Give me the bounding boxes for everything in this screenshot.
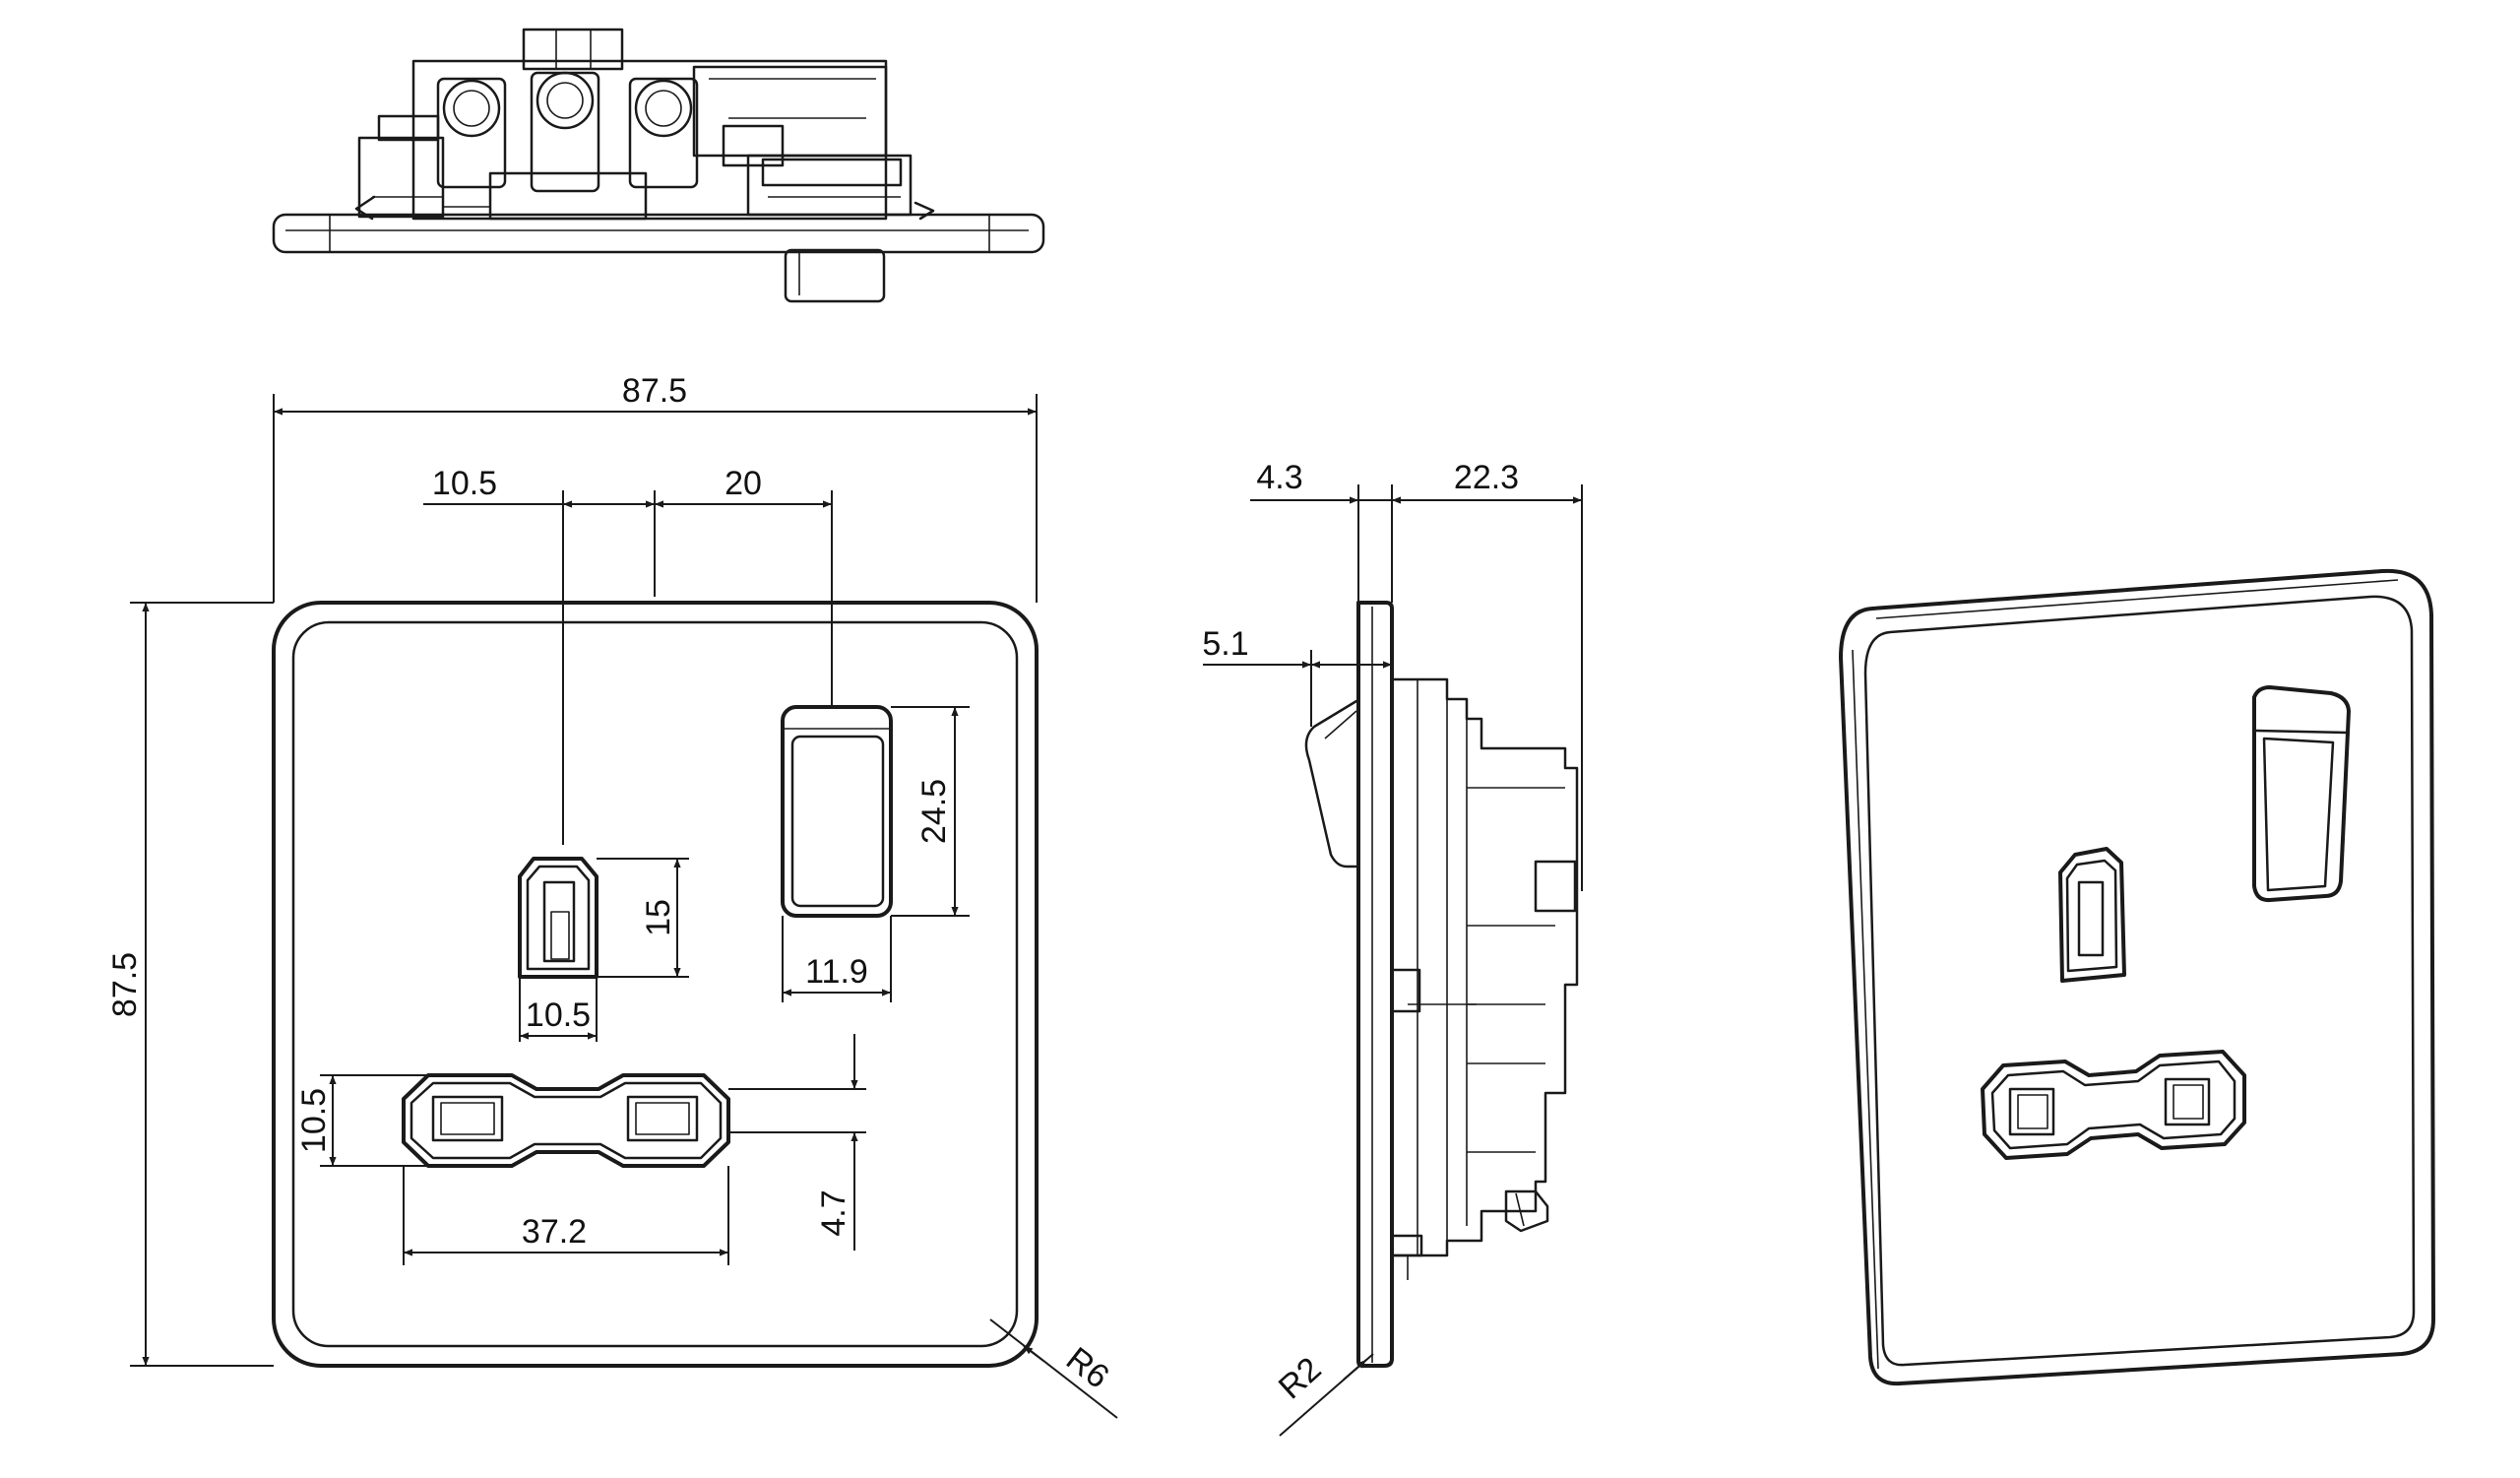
live-neutral-slots-icon — [402, 1073, 730, 1168]
dim-plate-thickness: 4.3 — [1256, 459, 1302, 496]
perspective-earth-slot-icon — [2058, 847, 2126, 983]
front-view — [272, 601, 1039, 1368]
side-view — [1304, 601, 1579, 1368]
top-view — [272, 28, 1045, 303]
dim-body-depth: 22.3 — [1454, 459, 1519, 496]
screw-terminal-icon — [530, 71, 600, 193]
dim-switch-width: 11.9 — [805, 953, 868, 991]
rocker-switch-icon — [781, 705, 893, 918]
dim-earth-slot-height: 15 — [640, 899, 677, 936]
dim-live-neutral-offset: 4.7 — [815, 1189, 852, 1236]
screw-terminal-icon — [628, 77, 699, 189]
earth-pin-slot-icon — [518, 857, 598, 979]
perspective-view — [1839, 568, 2435, 1386]
front-dimensions: 87.5 87.5 10.5 20 15 10.5 24.5 — [106, 372, 1118, 1419]
dim-switch-protrusion: 5.1 — [1202, 625, 1248, 663]
dim-switch-height: 24.5 — [915, 779, 953, 844]
dim-corner-radius-side: R2 — [1272, 1350, 1329, 1406]
faceplate-inner — [291, 620, 1019, 1348]
dim-corner-radius-front: R6 — [1059, 1340, 1116, 1396]
dim-live-neutral-width: 37.2 — [522, 1213, 587, 1251]
dim-live-neutral-height: 10.5 — [295, 1088, 333, 1153]
dim-plate-height: 87.5 — [106, 952, 144, 1017]
dim-earth-offset: 10.5 — [432, 465, 497, 502]
dim-switch-offset: 20 — [724, 465, 762, 502]
dim-plate-width: 87.5 — [622, 372, 687, 410]
perspective-plate-outer — [1839, 568, 2435, 1386]
screw-terminal-icon — [436, 77, 507, 189]
perspective-switch-icon — [2252, 685, 2351, 903]
dim-earth-slot-width: 10.5 — [526, 996, 591, 1034]
perspective-live-neutral-icon — [1981, 1050, 2246, 1160]
faceplate-outer — [272, 601, 1039, 1368]
